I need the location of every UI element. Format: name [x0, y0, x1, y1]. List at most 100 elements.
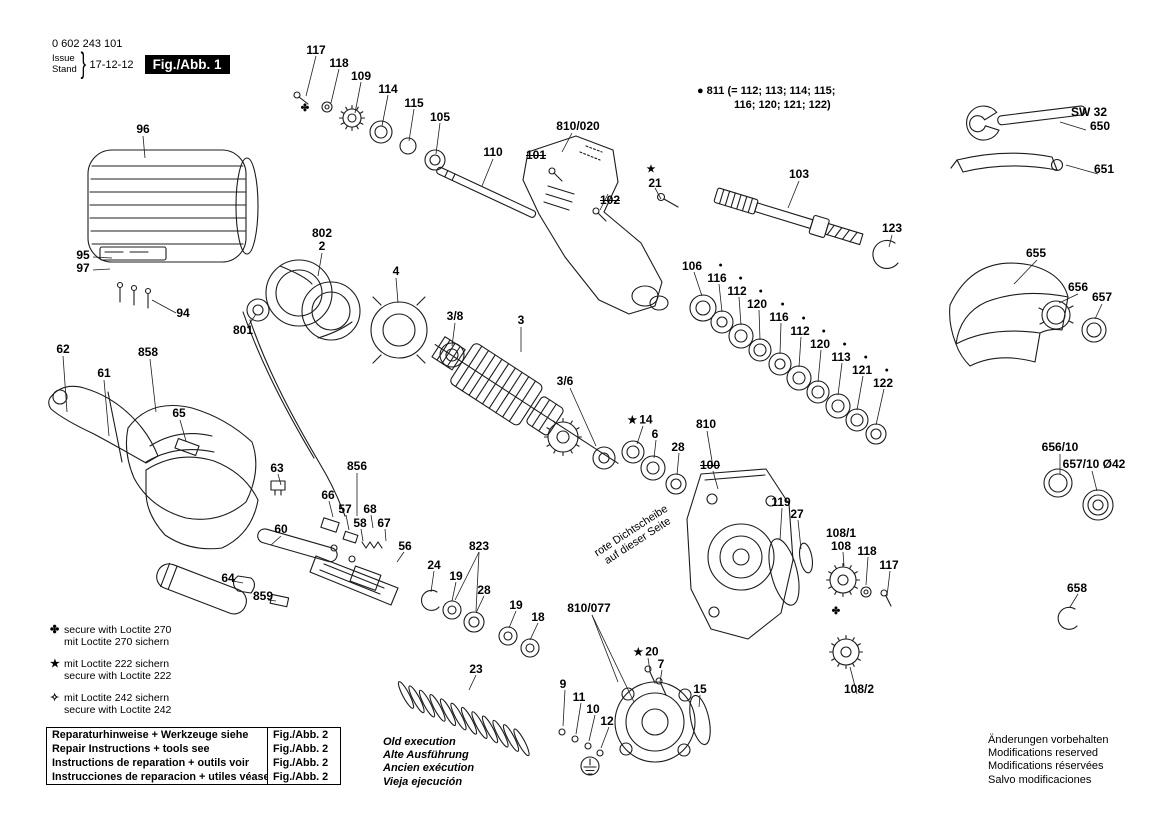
- wrench-650: [966, 105, 1086, 141]
- part-label: 102: [599, 193, 621, 207]
- part-label: SW 32: [1070, 105, 1108, 119]
- grip-handle: [156, 562, 247, 615]
- knurl-656: [1038, 305, 1074, 325]
- part-label: 9: [559, 677, 567, 691]
- part-label: 24: [427, 558, 441, 572]
- repair-instructions-table: Reparaturhinweise + Werkzeuge siehe Fig.…: [46, 727, 341, 786]
- loctite-star-marker: ★: [627, 414, 638, 427]
- part-label: 650: [1089, 119, 1111, 133]
- bullet-marker: ●: [821, 328, 826, 335]
- diamond-icon: ✧: [50, 691, 60, 704]
- part-label: 657: [1091, 290, 1113, 304]
- loctite-star-marker: ★: [633, 646, 644, 659]
- earth-symbol: [580, 756, 600, 776]
- part-label: 11: [572, 690, 586, 704]
- part-label: 657/10 Ø42: [1062, 457, 1126, 471]
- part-label: ✤: [300, 103, 310, 114]
- part-label: 57: [338, 502, 352, 516]
- part-label: 810/077: [567, 601, 611, 615]
- part-label: 19: [509, 598, 523, 612]
- part-label: 115: [404, 96, 424, 110]
- gear-head-housing: [686, 468, 794, 640]
- part-label: 117: [879, 558, 899, 572]
- part-label: 110: [483, 145, 503, 159]
- part-label: 802: [311, 226, 333, 240]
- tube-60: [257, 528, 338, 563]
- part-label: 94: [176, 306, 190, 320]
- part-label: 123: [881, 221, 903, 235]
- part-label: 118: [857, 544, 877, 558]
- drive-rod: [436, 166, 537, 218]
- part-label: 823: [468, 539, 490, 553]
- cable: [249, 319, 346, 517]
- part-label: 65: [172, 406, 186, 420]
- part-label: 121●: [851, 354, 873, 377]
- bullet-marker: ●: [718, 262, 723, 269]
- part-label: 10: [586, 702, 600, 716]
- part-label: 2: [318, 239, 326, 253]
- part-label: 113●: [831, 341, 851, 364]
- part-label: 21: [648, 176, 662, 190]
- spindle-shaft: [713, 187, 864, 246]
- motor-housing: [87, 149, 259, 309]
- table-row: Reparaturhinweise + Werkzeuge siehe Fig.…: [47, 728, 340, 743]
- part-label: 64: [221, 571, 235, 585]
- part-label: 3: [517, 313, 525, 327]
- part-label: 63: [270, 461, 284, 475]
- part-label: 858: [137, 345, 159, 359]
- part-label: 3/6: [556, 374, 574, 388]
- part-label: 810/020: [556, 119, 600, 133]
- part-label: 112●: [790, 315, 810, 338]
- hook-wrench-651: [950, 152, 1064, 173]
- table-row: Repair Instructions + tools see Fig./Abb…: [47, 742, 340, 757]
- part-label: 119: [771, 495, 791, 509]
- part-label: 859: [252, 589, 274, 603]
- part-label: 114: [378, 82, 398, 96]
- part-label: 27: [790, 507, 804, 521]
- part-label: 118: [329, 56, 349, 70]
- part-label: 3/8: [446, 309, 464, 323]
- table-row: Instrucciones de reparacion + utiles véa…: [47, 770, 340, 785]
- connector-63: [270, 480, 286, 496]
- part-label: 656/10: [1041, 440, 1079, 454]
- part-label: 28: [477, 583, 491, 597]
- part-label: 856: [346, 459, 368, 473]
- part-label: 120●: [746, 288, 768, 311]
- pin-61: [107, 391, 123, 463]
- part-label: 28: [671, 440, 685, 454]
- part-label: 103: [788, 167, 810, 181]
- part-label: 62: [56, 342, 70, 356]
- part-label: 109: [350, 69, 372, 83]
- small-screws: [293, 91, 892, 696]
- part-label: 6: [651, 427, 659, 441]
- part-label: 655: [1025, 246, 1047, 260]
- part-label: 105: [429, 110, 451, 124]
- bullet-marker: ●: [758, 288, 763, 295]
- part-label: 18: [531, 610, 545, 624]
- title-block: 0 602 243 101 Issue Stand } 17-12-12 Fig…: [52, 38, 230, 80]
- part-859: [269, 593, 290, 608]
- bullet-marker: ●: [884, 367, 889, 374]
- part-label: 116●: [707, 262, 727, 285]
- clover-icon: ✤: [50, 624, 60, 636]
- flange-tabs: [372, 296, 426, 364]
- part-label: ★14: [627, 412, 653, 427]
- table-row: Instructions de reparation + outils voir…: [47, 756, 340, 771]
- bullet-marker: ●: [842, 341, 847, 348]
- part-label: 97: [76, 261, 90, 275]
- part-label: 67: [377, 516, 391, 530]
- part-label: 106: [681, 259, 703, 273]
- issue-stand: Issue Stand: [52, 53, 77, 75]
- part-label: 108/2: [843, 682, 875, 696]
- part-label: 651: [1093, 162, 1115, 176]
- part-label: ✤: [831, 606, 841, 617]
- part-label: 112●: [727, 275, 747, 298]
- switch-parts-856: [309, 517, 399, 606]
- coupling-802: [265, 259, 361, 341]
- part-label: 68: [363, 502, 377, 516]
